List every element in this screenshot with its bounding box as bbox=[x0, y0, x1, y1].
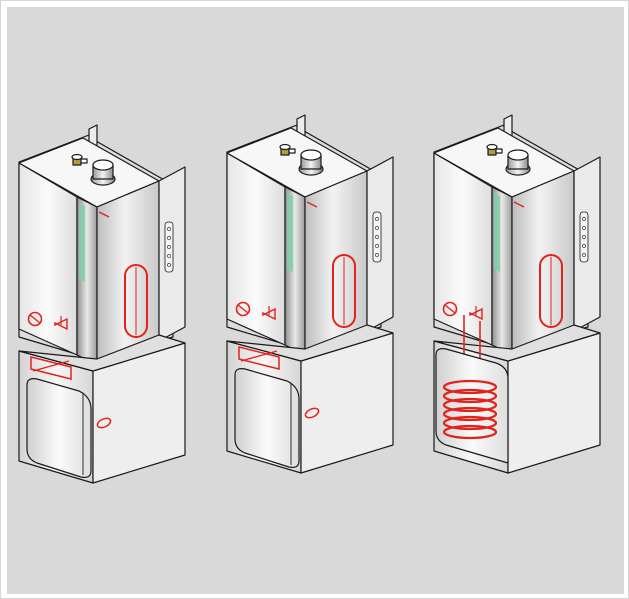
boiler-illustration bbox=[7, 7, 624, 594]
flue-icon bbox=[299, 150, 323, 175]
coil-cylinder bbox=[436, 349, 508, 463]
flue-icon bbox=[506, 150, 530, 175]
upper-right-face bbox=[512, 171, 574, 355]
flue-top bbox=[508, 150, 528, 160]
storage-tank bbox=[27, 379, 91, 478]
green-indicator bbox=[287, 193, 293, 272]
flue-top bbox=[93, 160, 113, 170]
illustration-panel bbox=[7, 7, 624, 594]
flue-top bbox=[301, 150, 321, 160]
units-group bbox=[19, 115, 600, 483]
flue-icon bbox=[91, 160, 115, 185]
control-strip-bezel bbox=[373, 212, 381, 262]
control-strip bbox=[373, 212, 381, 262]
fitting-arm bbox=[289, 149, 295, 153]
storage-tank bbox=[235, 369, 299, 468]
upper-right-face bbox=[97, 181, 159, 365]
green-indicator bbox=[494, 193, 500, 272]
fitting-arm bbox=[496, 149, 502, 153]
upper-left-face bbox=[227, 153, 285, 345]
control-strip bbox=[165, 222, 173, 272]
control-strip-bezel bbox=[580, 212, 588, 262]
control-strip bbox=[580, 212, 588, 262]
boiler-unit-3 bbox=[434, 115, 600, 473]
boiler-unit-2 bbox=[227, 115, 393, 473]
upper-right-face bbox=[305, 171, 367, 355]
upper-left-face bbox=[19, 163, 77, 355]
upper-left-face bbox=[434, 153, 492, 345]
green-indicator bbox=[79, 203, 85, 282]
fitting-arm bbox=[81, 159, 87, 163]
control-strip-bezel bbox=[165, 222, 173, 272]
boiler-unit-1 bbox=[19, 125, 185, 483]
